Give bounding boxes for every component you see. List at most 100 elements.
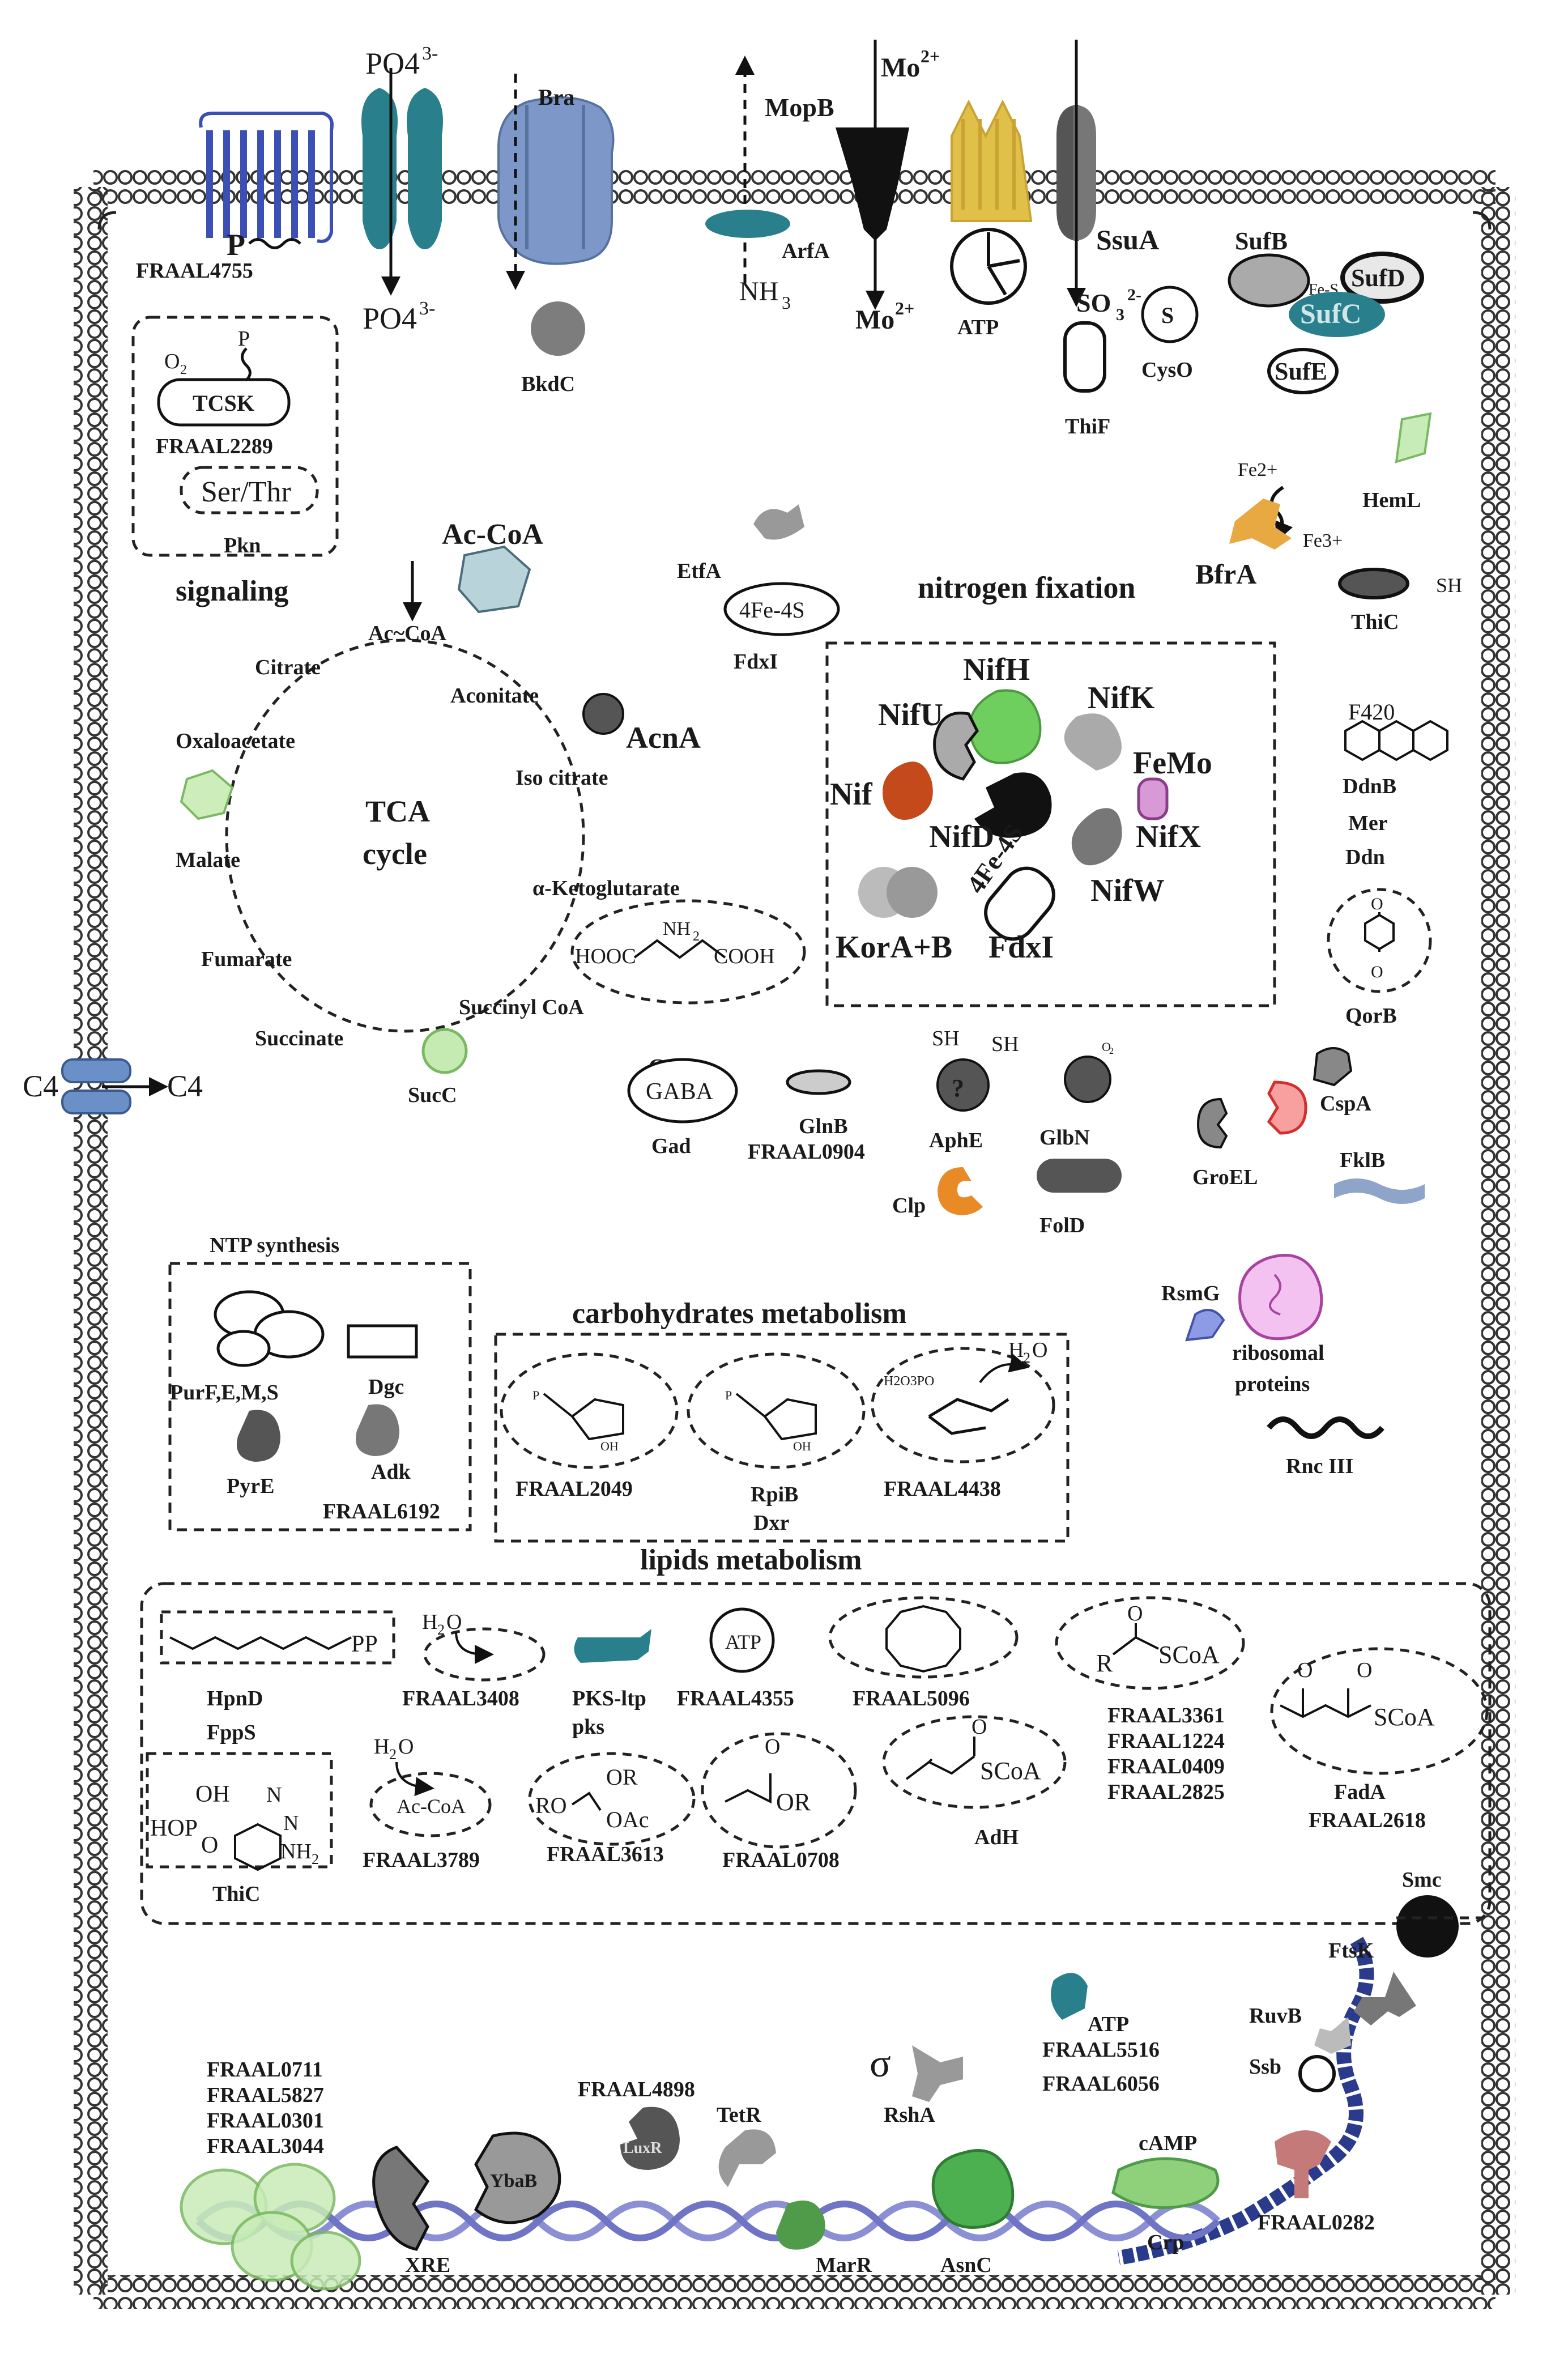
cell-membrane bbox=[74, 170, 1515, 2309]
clp-shape bbox=[938, 1167, 983, 1215]
dna-strand1 bbox=[195, 2201, 1221, 2241]
ruvb-label: RuvB bbox=[1249, 2004, 1302, 2028]
acetylcoa-label: Ac-CoA bbox=[442, 518, 544, 551]
groel-shape2 bbox=[1267, 1080, 1307, 1135]
accoa-ellipse bbox=[369, 1772, 492, 1837]
sugar1 bbox=[543, 1393, 624, 1441]
glbn-label: GlbN bbox=[1039, 1126, 1090, 1150]
lipids-title: lipids metabolism bbox=[640, 1544, 862, 1576]
o-label3: O bbox=[1357, 1658, 1372, 1682]
nifh-label: NifH bbox=[963, 652, 1030, 687]
po4-in-label: PO4 bbox=[365, 46, 420, 80]
sufb-shape bbox=[1228, 253, 1310, 308]
hpnd-box bbox=[160, 1610, 395, 1665]
fe4s-label: 4Fe-4S bbox=[739, 597, 805, 623]
ribosome-shape bbox=[1238, 1254, 1323, 1341]
marr-shape bbox=[776, 2200, 825, 2250]
o-label5: O bbox=[765, 1735, 780, 1759]
ssua-transporter: SsuA SO 3 2- S CysO ThiF bbox=[1056, 40, 1199, 439]
o2-label: O bbox=[164, 350, 180, 373]
o-label2: O bbox=[1297, 1658, 1313, 1682]
fraal2049-label: FRAAL2049 bbox=[515, 1477, 633, 1501]
nifw-label: NifW bbox=[1090, 873, 1165, 908]
sufe-shape bbox=[1267, 348, 1339, 394]
aphe-sphere bbox=[936, 1058, 990, 1112]
adh-ellipse bbox=[882, 1715, 1067, 1809]
fraal5096-ellipse bbox=[828, 1596, 1019, 1679]
tm-loop bbox=[199, 112, 334, 243]
smc-sphere bbox=[1396, 1895, 1459, 1958]
nitrogen-frame bbox=[825, 641, 1276, 1007]
cyso-circle bbox=[1141, 286, 1199, 343]
nifu-shape bbox=[933, 712, 979, 781]
femo-label: FeMo bbox=[1133, 746, 1212, 781]
nh3-sub: 3 bbox=[782, 292, 791, 313]
etfa-fdxi: EtfA 4Fe-4S FdxI bbox=[677, 504, 840, 674]
oac-label: OAc bbox=[606, 1807, 649, 1832]
fraal2618-label: FRAAL2618 bbox=[1309, 1808, 1426, 1832]
po4-channel-right bbox=[407, 88, 443, 249]
o-bottom-label: O bbox=[1371, 963, 1383, 981]
serthr-box bbox=[180, 466, 319, 514]
glnb-shape bbox=[786, 1069, 851, 1095]
gad-label: Gad bbox=[651, 1134, 691, 1158]
fe4s-ellipse bbox=[723, 582, 840, 636]
o2-sub: 2 bbox=[180, 363, 187, 377]
mo-in-label: Mo bbox=[881, 53, 920, 83]
nh2-sub: 2 bbox=[312, 1851, 319, 1867]
c4-channel-bottom bbox=[61, 1090, 131, 1114]
thic-shape bbox=[1338, 568, 1409, 599]
mopb-label: MopB bbox=[765, 93, 834, 122]
po4-in-charge: 3- bbox=[422, 43, 438, 64]
po4-out-label: PO4 bbox=[363, 301, 417, 335]
membrane-right bbox=[1481, 187, 1515, 2295]
purf-label: PurF,E,M,S bbox=[170, 1381, 279, 1405]
fraal5096-label: FRAAL5096 bbox=[853, 1687, 970, 1710]
fraal2825-label: FRAAL2825 bbox=[1107, 1780, 1225, 1804]
membrane-corner-tr bbox=[1472, 211, 1492, 230]
mo-out-label: Mo bbox=[855, 305, 894, 335]
gaba-label: GABA bbox=[646, 1079, 714, 1105]
or-label: OR bbox=[606, 1764, 638, 1790]
groel-label: GroEL bbox=[1192, 1165, 1258, 1189]
sh-label: SH bbox=[1436, 574, 1462, 597]
fada-ellipse bbox=[1270, 1647, 1489, 1775]
fraal3044-label: FRAAL3044 bbox=[207, 2134, 324, 2158]
phospho-tail bbox=[248, 238, 301, 249]
acna-label: AcnA bbox=[626, 721, 701, 755]
pp-label: PP bbox=[351, 1631, 378, 1657]
pyre-shape bbox=[237, 1410, 280, 1462]
signaling-frame bbox=[131, 316, 339, 557]
pyre-label: PyrE bbox=[227, 1474, 274, 1498]
cyclooctane bbox=[885, 1605, 961, 1673]
sh1-label: SH bbox=[932, 1027, 960, 1050]
so3-charge: 2- bbox=[1127, 286, 1141, 304]
fraal1224-label: FRAAL1224 bbox=[1107, 1729, 1225, 1753]
korb-shape bbox=[887, 867, 938, 918]
fraal6192-label: FRAAL6192 bbox=[323, 1500, 440, 1524]
gaba-ellipse bbox=[627, 1058, 738, 1124]
p-label-sig: P bbox=[238, 327, 250, 351]
dna-section: Smc FtsK RuvB Ssb ATP FRAAL5516 FRAAL605… bbox=[180, 1868, 1490, 2291]
nifd-label: NifD bbox=[929, 819, 994, 854]
dna-strand2 bbox=[195, 2201, 1221, 2241]
h2o-label2: H bbox=[374, 1735, 389, 1759]
carb-ellipse3 bbox=[871, 1347, 1055, 1463]
po4-transporter: PO4 3- PO4 3- bbox=[361, 43, 443, 335]
po4-out-charge: 3- bbox=[419, 298, 435, 319]
bkdc-label: BkdC bbox=[521, 372, 575, 396]
bfra-shape bbox=[1229, 499, 1292, 550]
oh-label: OH bbox=[195, 1781, 230, 1807]
fraal0301-label: FRAAL0301 bbox=[207, 2109, 324, 2133]
cspa-label: CspA bbox=[1320, 1092, 1371, 1116]
cyso-label: CysO bbox=[1141, 358, 1193, 382]
membrane-corner-tl bbox=[97, 211, 117, 230]
ybab-shape bbox=[474, 2131, 561, 2224]
etfa-shape bbox=[753, 504, 804, 540]
mo-channel bbox=[836, 127, 909, 241]
cooh-label: COOH bbox=[714, 944, 775, 968]
carb-h2o-sub: 2 bbox=[1023, 1350, 1030, 1366]
scoa-ellipse bbox=[1055, 1596, 1245, 1690]
bra-segments bbox=[525, 105, 585, 249]
luxr-label: LuxR bbox=[623, 2139, 662, 2157]
